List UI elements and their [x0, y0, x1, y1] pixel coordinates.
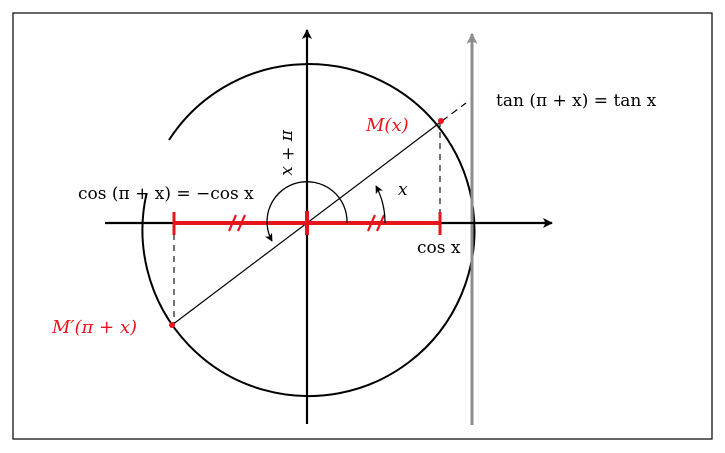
- angle-pi-plus-x-arc: [265, 181, 348, 242]
- hatch-right: [366, 214, 386, 232]
- angle-x-arc: [375, 185, 386, 224]
- cos-x-label: cos x: [417, 238, 461, 258]
- point-m-prime-label: M′(π + x): [51, 317, 137, 338]
- angle-x-label: x: [398, 180, 408, 200]
- tan-identity-label: tan (π + x) = tan x: [496, 91, 657, 111]
- point-m-prime-dot: [169, 322, 175, 328]
- hatch-left: [227, 214, 247, 232]
- point-m-label: M(x): [365, 115, 409, 136]
- point-m-dot: [438, 118, 444, 124]
- angle-pi-plus-x-label: π + x: [278, 129, 298, 176]
- diagonal-dashed-extension: [441, 102, 467, 122]
- cos-identity-label: cos (π + x) = −cos x: [78, 184, 254, 204]
- unit-circle: [141, 63, 476, 398]
- frame-border: [12, 12, 713, 440]
